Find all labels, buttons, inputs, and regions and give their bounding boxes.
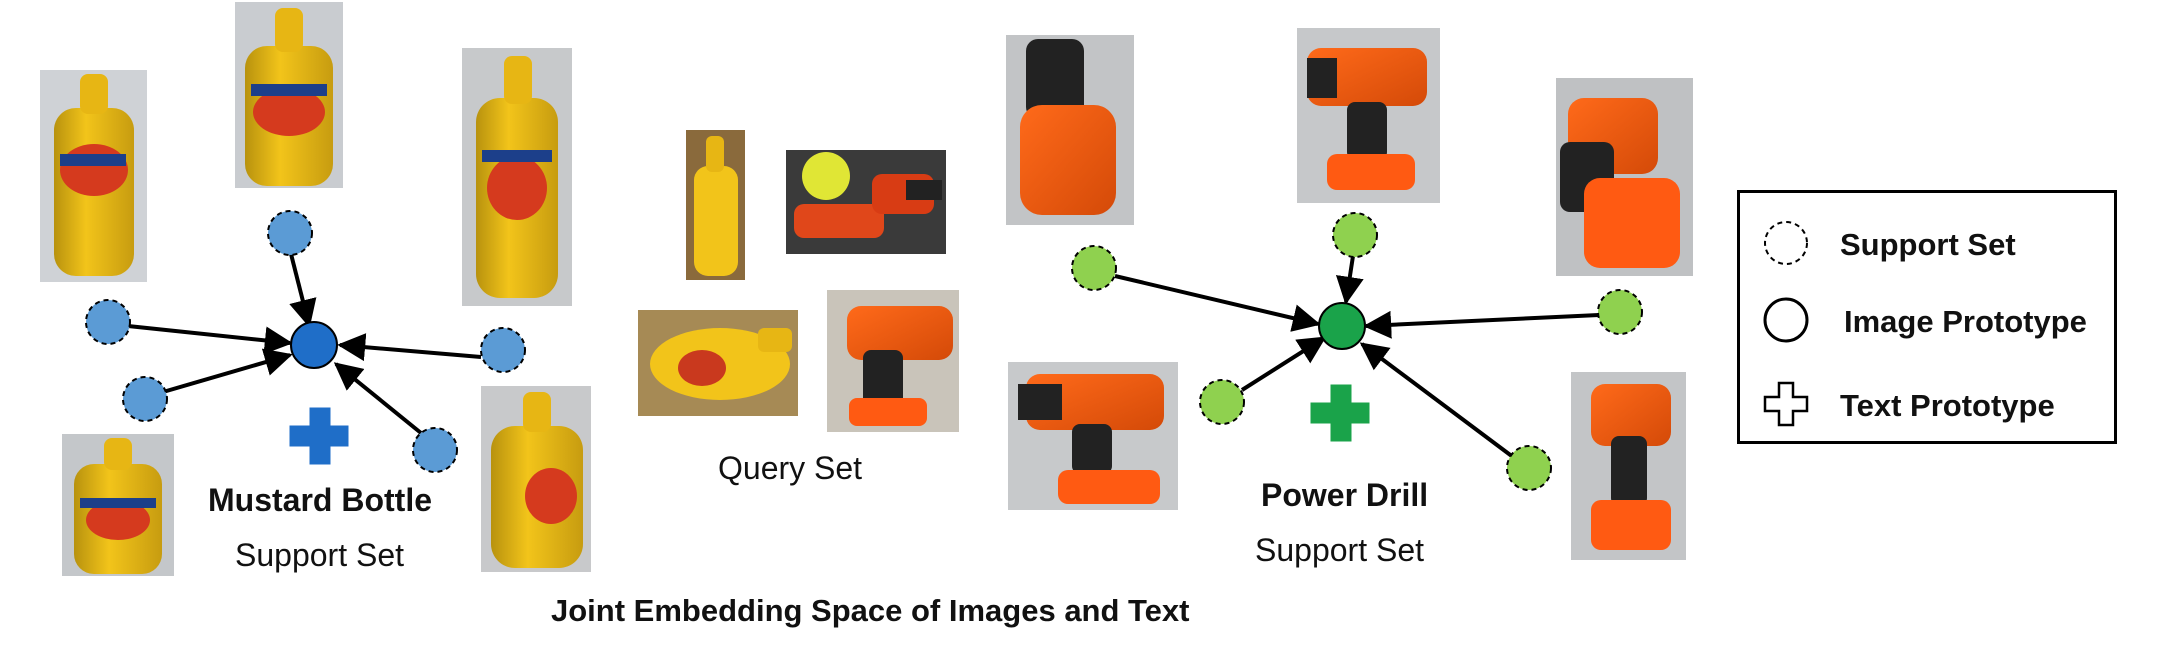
query-photo-softball-drill [786,150,946,254]
query-photo-mustard-2 [638,310,798,416]
drill-text-prototype [1310,384,1370,442]
mustard-photo-4 [62,434,174,576]
plus-outline-icon [1763,381,1809,427]
mustard-photo-5 [481,386,591,572]
mustard-text-prototype [289,407,349,465]
dashed-circle-icon [1764,221,1808,265]
legend-row-image-prototype: Image Prototype [1740,290,2114,350]
legend-label-support: Support Set [1840,227,2016,262]
mustard-support-node [267,210,313,256]
mustard-embedding-group [85,210,526,473]
edge [1359,342,1515,459]
mustard-support-node [85,299,131,345]
mustard-class-label: Mustard Bottle [208,482,432,518]
drill-class-label: Power Drill [1261,477,1429,513]
diagram-caption: Joint Embedding Space of Images and Text [551,593,1190,628]
drill-photo-5 [1571,372,1686,560]
edge [288,249,317,328]
mustard-photo-3 [462,48,572,306]
drill-photo-2 [1297,28,1440,203]
edge [1335,255,1364,305]
drill-support-node [1332,212,1378,258]
legend-label-text-prototype: Text Prototype [1840,388,2055,423]
drill-set-label: Support Set [1255,532,1424,568]
mustard-support-node [122,376,168,422]
edge [162,348,293,394]
query-photo-mustard-1 [686,130,745,280]
drill-support-node [1071,245,1117,291]
drill-support-node [1199,379,1245,425]
drill-support-node [1506,445,1552,491]
edge [333,362,423,435]
legend: Support Set Image Prototype Text Prototy… [1737,190,2117,444]
mustard-set-label: Support Set [235,537,404,573]
drill-photo-1 [1006,35,1134,225]
drill-support-node [1597,289,1643,335]
legend-row-support: Support Set [1740,213,2114,273]
mustard-support-node [480,327,526,373]
edge [337,333,482,362]
solid-circle-icon [1763,297,1809,343]
drill-embedding-group [1071,212,1643,491]
query-set-label: Query Set [718,450,863,486]
drill-image-prototype [1318,302,1366,350]
mustard-image-prototype [290,321,338,369]
edge [1363,310,1600,339]
legend-row-text-prototype: Text Prototype [1740,374,2114,434]
edge [1240,336,1327,392]
drill-photo-3 [1556,78,1693,276]
drill-photo-4 [1008,362,1178,510]
legend-label-image-prototype: Image Prototype [1844,304,2087,339]
query-photo-drill [827,290,959,432]
mustard-support-node [412,427,458,473]
edge [1114,274,1321,332]
mustard-photo-2 [235,2,343,188]
mustard-photo-1 [40,70,147,282]
edge [127,324,293,355]
